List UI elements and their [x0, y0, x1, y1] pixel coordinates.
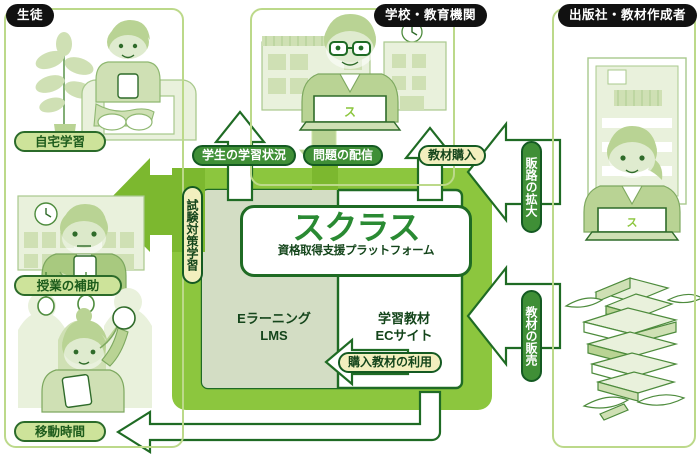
service-lms-line1: Eラーニング	[237, 311, 311, 326]
caption-commute-time: 移動時間	[14, 421, 106, 442]
platform-logo-subtitle: 資格取得支援プラットフォーム	[277, 245, 435, 257]
illustration-home-study	[35, 20, 197, 146]
service-ec-line1: 学習教材	[377, 311, 430, 326]
tab-publisher[interactable]: 出版社・教材作成者	[558, 4, 698, 27]
arrow-purchase-return	[115, 390, 442, 454]
panel-student	[4, 8, 184, 448]
svg-text:ス: ス	[627, 216, 638, 229]
flow-label-question-delivery: 問題の配信	[303, 145, 384, 166]
flow-label-channel-expansion: 販路の拡大	[521, 141, 542, 233]
tab-student[interactable]: 生徒	[6, 4, 55, 27]
platform-logo-card[interactable]: スクラス 資格取得支援プラットフォーム	[240, 205, 472, 277]
caption-home-study: 自宅学習	[14, 131, 106, 152]
illustration-textbook-stack	[564, 277, 700, 421]
illustration-publisher-staff: ス	[583, 57, 687, 241]
flow-label-material-use: 購入教材の利用	[338, 352, 443, 373]
service-ec[interactable]: 学習教材 ECサイト	[348, 310, 460, 344]
illustration-school-teacher: ス	[261, 14, 447, 131]
tab-school[interactable]: 学校・教育機関	[374, 4, 488, 27]
service-lms-line2: LMS	[260, 328, 288, 343]
service-ec-line2: ECサイト	[375, 328, 433, 343]
flow-label-exam-prep: 試験対策学習	[182, 186, 203, 284]
svg-text:ス: ス	[344, 105, 356, 119]
panel-publisher	[552, 8, 696, 448]
panel-school	[250, 8, 455, 186]
caption-class-support: 授業の補助	[14, 275, 122, 296]
service-lms[interactable]: Eラーニング LMS	[218, 310, 330, 344]
flow-label-material-purchase: 教材購入	[418, 145, 487, 166]
flow-label-material-sales: 教材の販売	[521, 290, 542, 382]
illustration-commute-time	[18, 272, 152, 413]
platform-logo-text: スクラス	[292, 208, 420, 247]
flow-label-learning-status: 学生の学習状況	[192, 145, 297, 166]
